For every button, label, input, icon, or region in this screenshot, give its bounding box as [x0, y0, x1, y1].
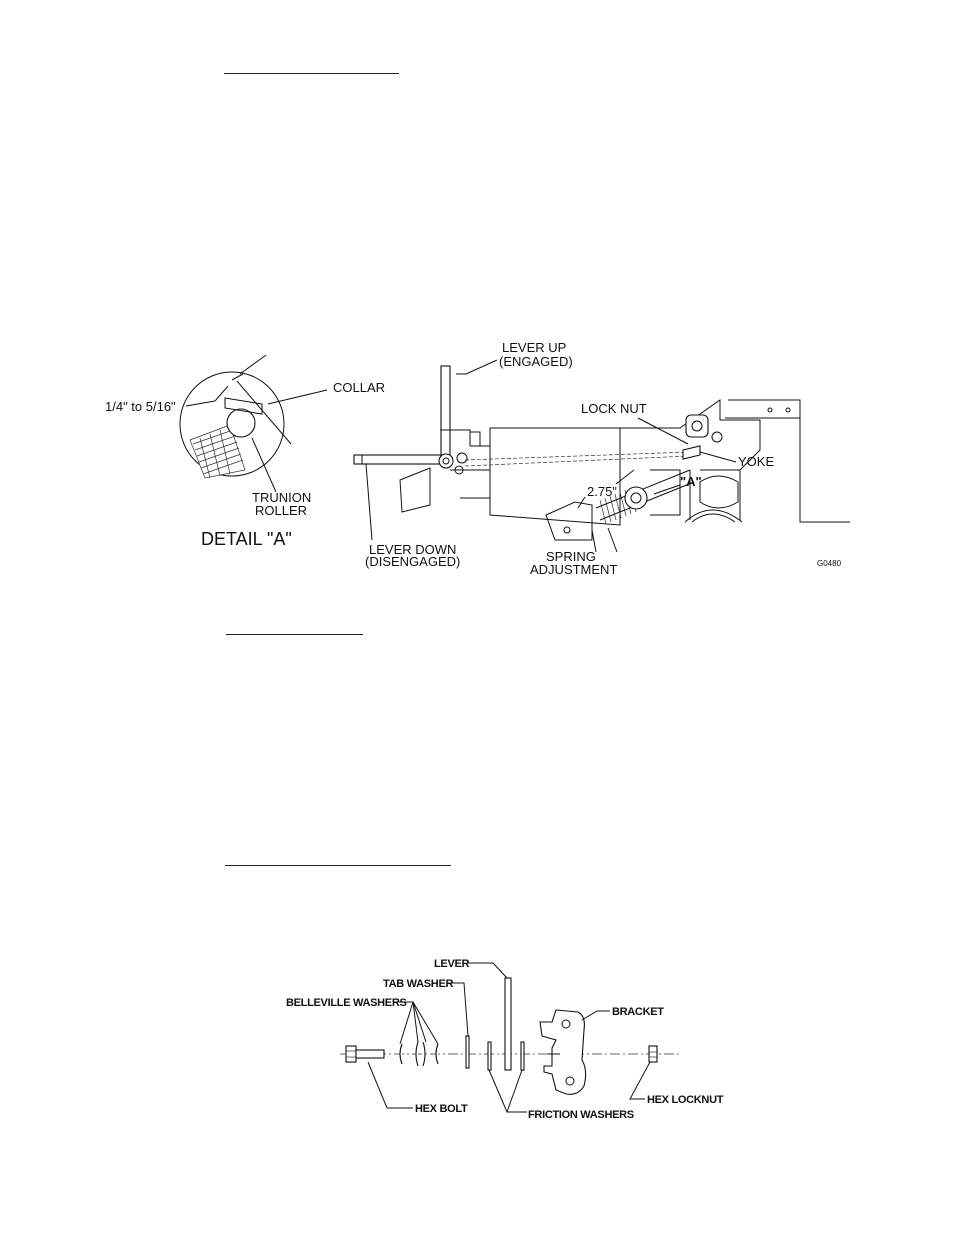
label-lever: LEVER: [434, 958, 470, 970]
label-disengaged: (DISENGAGED): [365, 554, 460, 569]
label-lock-nut: LOCK NUT: [581, 401, 647, 416]
label-spring: SPRING: [546, 549, 596, 564]
label-roller: ROLLER: [255, 503, 307, 518]
hex-bolt-part: [345, 1045, 385, 1063]
label-bracket: BRACKET: [612, 1006, 664, 1018]
detail-a-view: [179, 354, 328, 493]
tab-washer-part: [465, 1035, 470, 1069]
clutch-adjustment-figure: LEVER UP (ENGAGED) COLLAR 1/4" to 5/16" …: [105, 340, 850, 577]
friction-washer-right: [520, 1041, 525, 1071]
label-lever-down: LEVER DOWN: [369, 542, 456, 557]
lever-part: [504, 977, 512, 1071]
belleville-washers-part: [399, 1041, 439, 1067]
label-collar: COLLAR: [333, 380, 385, 395]
label-adjustment: ADJUSTMENT: [530, 562, 617, 577]
label-dimension: 2.75": [587, 484, 617, 499]
clutch-assembly-side-view: [353, 359, 850, 553]
friction-washer-left: [487, 1041, 492, 1071]
section-heading-rule-2: [226, 634, 363, 635]
label-tab-washer: TAB WASHER: [383, 978, 453, 990]
section-heading-rule-1: [224, 73, 399, 74]
label-friction-washers: FRICTION WASHERS: [528, 1109, 634, 1121]
label-engaged: (ENGAGED): [499, 354, 573, 369]
section-heading-rule-3: [225, 865, 451, 866]
bracket-part: [539, 1009, 587, 1095]
label-hex-locknut: HEX LOCKNUT: [647, 1094, 724, 1106]
label-belleville-washers: BELLEVILLE WASHERS: [286, 997, 407, 1009]
lever-exploded-figure: LEVER TAB WASHER BELLEVILLE WASHERS BRAC…: [286, 958, 724, 1121]
label-gap-range: 1/4" to 5/16": [105, 399, 176, 414]
label-trunion: TRUNION: [252, 490, 311, 505]
label-lever-up: LEVER UP: [502, 340, 566, 355]
label-yoke: YOKE: [738, 454, 774, 469]
label-a-marker: "A": [680, 474, 702, 489]
label-detail-a: DETAIL "A": [201, 529, 292, 549]
hex-locknut-part: [648, 1045, 658, 1063]
figure-code: G0480: [817, 559, 842, 568]
label-hex-bolt: HEX BOLT: [415, 1103, 468, 1115]
